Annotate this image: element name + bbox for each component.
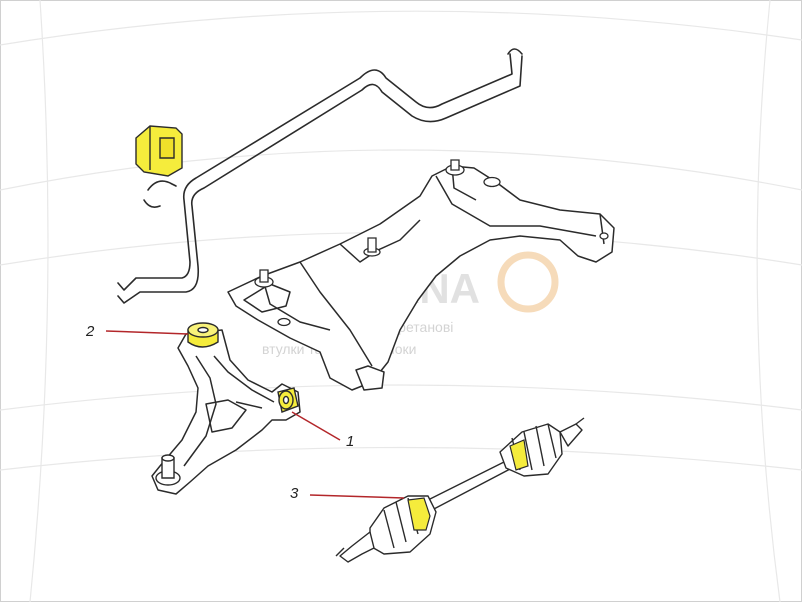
watermark-ring: [497, 251, 559, 313]
subframe: [227, 165, 615, 391]
callout-1: 1: [291, 411, 354, 450]
shaft-highlights: [407, 439, 529, 531]
stabilizer-bushing: [135, 125, 183, 177]
callout-label-1: 1: [346, 433, 354, 450]
leader-line-3: [309, 494, 405, 499]
drive-shaft: [335, 417, 585, 563]
callout-3: 3: [290, 485, 405, 502]
leader-line-2: [105, 330, 189, 335]
callout-label-2: 2: [85, 323, 95, 340]
ball-joint: [155, 454, 181, 486]
lower-control-arm: [151, 329, 301, 495]
rear-bushing: [277, 387, 299, 413]
subframe-mounts: [254, 159, 609, 327]
callout-label-3: 3: [290, 485, 299, 502]
callout-2: 2: [85, 323, 189, 340]
stabilizer-bar: [117, 48, 523, 304]
leader-line-1: [291, 411, 341, 441]
front-bushing: [187, 322, 219, 348]
